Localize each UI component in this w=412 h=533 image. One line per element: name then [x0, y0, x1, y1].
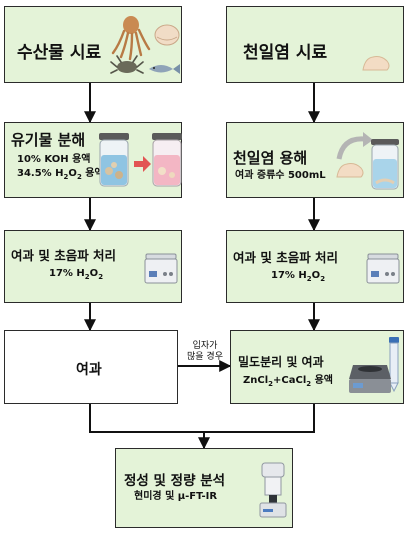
right-h2o2-label: 17% H2O2 [271, 270, 326, 283]
salt-pile-icon [362, 56, 390, 71]
organic-digestion-box: 유기물 분해 10% KOH 용액 34.5% H2O2 용액 [4, 122, 182, 198]
seafood-illustration [110, 16, 180, 74]
salt-dissolution-title: 천일염 용해 [233, 149, 308, 167]
koh-solution-label: 10% KOH 용액 [17, 154, 91, 165]
left-filtration-sonication-box: 여과 및 초음파 처리 17% H2O2 [4, 230, 182, 303]
salt-sample-title: 천일염 시료 [243, 43, 328, 63]
seafood-sample-title: 수산물 시료 [17, 43, 102, 63]
right-filtration-sonication-box: 여과 및 초음파 처리 17% H2O2 [226, 230, 404, 303]
digestion-jars-illustration [99, 133, 182, 187]
left-filtration-sonication-title: 여과 및 초음파 처리 [11, 248, 117, 263]
organic-digestion-title: 유기물 분해 [11, 131, 86, 149]
salt-dissolution-illustration [336, 132, 399, 190]
seafood-sample-box: 수산물 시료 [4, 6, 182, 83]
density-separation-title: 밀도분리 및 여과 [238, 355, 324, 369]
zncl2-cacl2-label: ZnCl2+CaCl2 용액 [243, 375, 334, 388]
branch-condition-note: 입자가 많을 경우 [187, 341, 223, 362]
centrifuge-and-tube-illustration [349, 337, 399, 393]
density-separation-box: 밀도분리 및 여과 ZnCl2+CaCl2 용액 [230, 330, 404, 404]
right-filtration-sonication-title: 여과 및 초음파 처리 [233, 250, 339, 265]
microscope-ftir-label: 현미경 및 μ-FT-IR [134, 491, 218, 502]
salt-sample-box: 천일염 시료 [226, 6, 404, 83]
filtration-box: 여과 [4, 330, 178, 404]
h2o2-solution-label: 34.5% H2O2 용액 [17, 168, 104, 181]
ftir-instrument-icon [259, 462, 287, 518]
analysis-box: 정성 및 정량 분석 현미경 및 μ-FT-IR [115, 448, 293, 528]
analysis-title: 정성 및 정량 분석 [124, 473, 226, 489]
salt-dissolution-box: 천일염 용해 여과 증류수 500mL [226, 122, 404, 198]
right-ultrasonic-bath-icon [366, 253, 400, 284]
left-ultrasonic-bath-icon [144, 253, 178, 284]
distilled-water-label: 여과 증류수 500mL [235, 170, 326, 181]
filtration-title: 여과 [76, 362, 102, 378]
left-h2o2-label: 17% H2O2 [49, 268, 104, 281]
